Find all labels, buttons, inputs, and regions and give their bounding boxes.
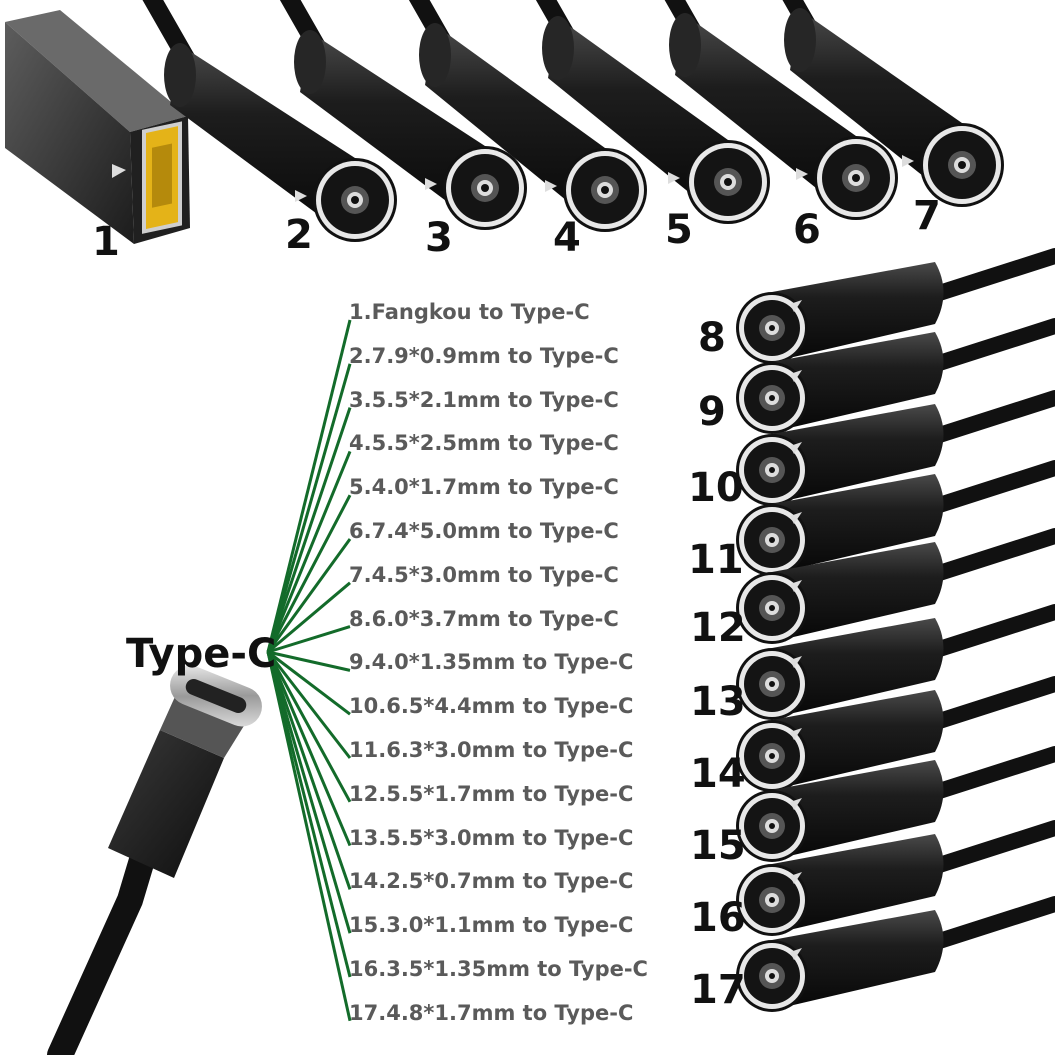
adapter-number: 11: [688, 537, 744, 583]
barrel-adapter-right: [736, 896, 1055, 1012]
barrel-adapter-top: [408, 0, 647, 232]
adapter-list-item: 14.2.5*0.7mm to Type-C: [349, 869, 634, 894]
adapter-number: 16: [690, 895, 746, 941]
adapter-list-item: 12.5.5*1.7mm to Type-C: [349, 781, 634, 806]
adapter-list-item: 8.6.0*3.7mm to Type-C: [349, 606, 619, 631]
connector-line: [266, 363, 352, 653]
barrel-adapter-right: [736, 248, 1055, 364]
adapter-list-item: 13.5.5*3.0mm to Type-C: [349, 825, 634, 850]
connector-line: [267, 650, 351, 672]
connector-line: [266, 494, 352, 653]
barrel-adapter-right: [736, 746, 1055, 862]
barrel-adapter-right: [736, 318, 1055, 434]
adapter-number: 1: [92, 219, 120, 265]
barrel-adapter-top: [142, 0, 397, 242]
adapter-list-item: 3.5.5*2.1mm to Type-C: [349, 387, 619, 412]
fangkou-adapter: [5, 10, 190, 244]
barrel-adapter-right: [736, 390, 1055, 506]
connector-line: [266, 651, 352, 978]
connector-line: [266, 651, 352, 890]
adapter-number: 3: [425, 215, 453, 261]
hub-label: Type-C: [126, 631, 277, 677]
adapter-number: 4: [553, 215, 581, 261]
adapter-number: 10: [688, 465, 744, 511]
adapter-list-item: 5.4.0*1.7mm to Type-C: [349, 475, 619, 500]
adapter-list-item: 17.4.8*1.7mm to Type-C: [349, 1000, 634, 1025]
adapter-list-item: 11.6.3*3.0mm to Type-C: [349, 738, 634, 762]
barrel-adapter-right: [736, 676, 1055, 792]
adapter-number: 17: [690, 967, 746, 1013]
connector-line: [266, 450, 352, 653]
connector-line: [266, 319, 352, 653]
barrel-adapter-top: [664, 0, 898, 220]
connector-line: [266, 407, 352, 653]
barrel-adapter-top: [535, 0, 770, 224]
adapter-number: 12: [690, 605, 746, 651]
adapter-list-item: 1.Fangkou to Type-C: [349, 300, 590, 324]
connector-line: [267, 581, 351, 654]
adapter-list-item: 6.7.4*5.0mm to Type-C: [349, 519, 619, 543]
adapter-list-item: 15.3.0*1.1mm to Type-C: [349, 913, 634, 938]
barrel-adapter-right: [736, 528, 1055, 644]
connector-line: [266, 651, 352, 1022]
connector-line: [266, 651, 352, 759]
adapter-number: 9: [698, 389, 726, 435]
connector-line: [267, 650, 351, 716]
adapter-list-item: 7.4.5*3.0mm to Type-C: [349, 562, 619, 587]
barrel-adapter-top: [782, 0, 1004, 207]
adapter-number: 14: [690, 751, 746, 797]
connector-line: [266, 651, 352, 803]
barrel-adapter-top: [279, 0, 527, 230]
adapter-list-item: 4.5.5*2.5mm to Type-C: [349, 431, 619, 456]
barrel-adapter-right: [736, 820, 1055, 936]
adapter-number: 5: [665, 207, 693, 253]
adapter-number: 6: [793, 207, 821, 253]
adapter-number: 13: [690, 679, 746, 725]
connector-line: [267, 625, 351, 654]
connector-line: [266, 651, 352, 934]
adapter-number: 7: [913, 193, 941, 239]
adapter-list-item: 2.7.9*0.9mm to Type-C: [349, 343, 619, 368]
barrel-adapter-right: [736, 604, 1055, 720]
barrel-adapter-right: [736, 460, 1055, 576]
adapter-list-item: 10.6.5*4.4mm to Type-C: [349, 694, 634, 719]
connector-line: [266, 538, 352, 653]
adapter-number: 2: [285, 212, 313, 258]
adapter-list-item: 16.3.5*1.35mm to Type-C: [349, 957, 648, 981]
adapter-number: 15: [690, 823, 746, 869]
adapter-list-item: 9.4.0*1.35mm to Type-C: [349, 650, 634, 675]
connector-line: [266, 651, 352, 847]
adapter-number: 8: [698, 315, 726, 361]
